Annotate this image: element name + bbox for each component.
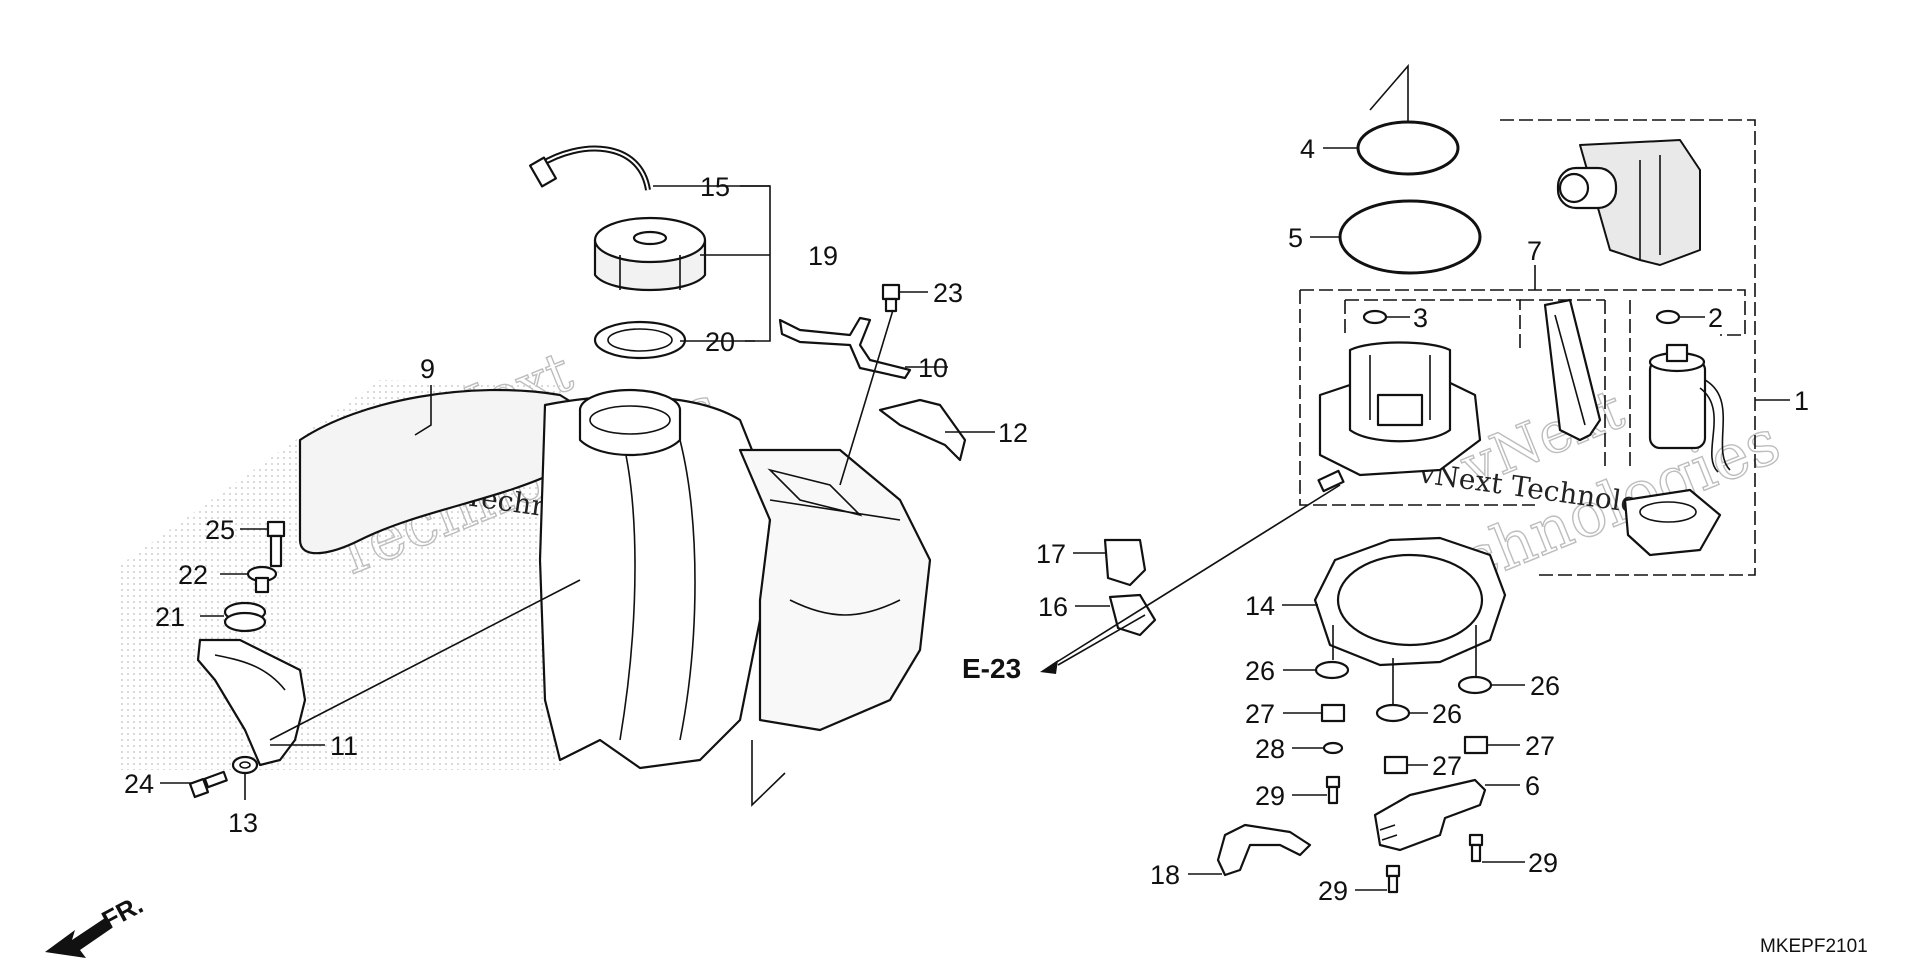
- pump-motor: [1648, 343, 1731, 473]
- callout-27a: 27: [1245, 699, 1275, 729]
- callout-17: 17: [1036, 539, 1066, 569]
- callout-2: 2: [1708, 303, 1723, 333]
- callout-29b: 29: [1528, 848, 1558, 878]
- callout-12: 12: [998, 418, 1028, 448]
- washer-13: [231, 755, 259, 775]
- callout-7: 7: [1527, 236, 1542, 266]
- callout-29c: 29: [1318, 876, 1348, 906]
- callout-16: 16: [1038, 592, 1068, 622]
- nut-27b: [1463, 735, 1489, 755]
- assembly-box-7: [1300, 289, 1746, 336]
- cover-12: [878, 398, 967, 462]
- reference-e23: E-23: [962, 653, 1021, 684]
- bracket-10: [778, 316, 912, 380]
- washer-26c: [1375, 703, 1411, 723]
- callout-10: 10: [918, 353, 948, 383]
- bolt-25: [266, 520, 286, 568]
- callout-labels: 1 2 3 4 5 6 7 9 10 11 12 13 14 15 16 17 …: [124, 134, 1809, 906]
- o-ring-3: [1362, 309, 1388, 325]
- callout-21: 21: [155, 602, 185, 632]
- washer-28: [1322, 741, 1344, 755]
- o-ring-4: [1356, 120, 1460, 176]
- bolt-29b: [1468, 833, 1484, 863]
- callout-29a: 29: [1255, 781, 1285, 811]
- front-direction: FR.: [45, 889, 148, 958]
- pump-gasket-14: [1313, 536, 1507, 667]
- callout-28: 28: [1255, 734, 1285, 764]
- pump-flange: [1317, 341, 1482, 493]
- bolt-29a: [1325, 775, 1341, 805]
- callout-25: 25: [205, 515, 235, 545]
- callout-24: 24: [124, 769, 154, 799]
- mount-bracket-11: [196, 638, 307, 767]
- bolt-23: [881, 283, 901, 313]
- callout-3: 3: [1413, 303, 1428, 333]
- assembly-box-1: [1500, 119, 1756, 576]
- callout-15: 15: [700, 172, 730, 202]
- washer-26b: [1457, 675, 1493, 695]
- nut-27c: [1383, 755, 1409, 775]
- pressure-regulator: [1623, 488, 1722, 557]
- callout-27b: 27: [1525, 731, 1555, 761]
- cap-gasket: [593, 320, 687, 360]
- callout-26c: 26: [1432, 699, 1462, 729]
- callout-26a: 26: [1245, 656, 1275, 686]
- callout-6: 6: [1525, 771, 1540, 801]
- callout-19: 19: [808, 241, 838, 271]
- fuel-cap: [593, 216, 707, 292]
- callout-26b: 26: [1530, 671, 1560, 701]
- clamp-18: [1216, 823, 1312, 877]
- callout-23: 23: [933, 278, 963, 308]
- diagram-code: MKEPF2101: [1760, 936, 1868, 957]
- seal-ring-5: [1338, 199, 1482, 275]
- washer-26a: [1314, 660, 1350, 680]
- e23-arrow-head: [1040, 660, 1058, 674]
- breather-tube: [538, 145, 651, 191]
- callout-9: 9: [420, 354, 435, 384]
- bolt-24: [188, 770, 228, 799]
- callout-1: 1: [1794, 386, 1809, 416]
- o-ring-2: [1655, 309, 1681, 325]
- pump-module-1: [1556, 139, 1701, 266]
- callout-20: 20: [705, 327, 735, 357]
- callout-18: 18: [1150, 860, 1180, 890]
- bolt-29c: [1385, 864, 1401, 894]
- callout-4: 4: [1300, 134, 1315, 164]
- callout-14: 14: [1245, 591, 1275, 621]
- grommet-21: [223, 601, 267, 633]
- front-arrow-icon: [45, 918, 112, 958]
- callout-5: 5: [1288, 223, 1303, 253]
- callout-11: 11: [330, 731, 358, 761]
- fuel-tank: [298, 388, 932, 770]
- callout-22: 22: [178, 560, 208, 590]
- tube-fitting: [528, 156, 558, 188]
- clip-17: [1103, 538, 1147, 587]
- nut-27a: [1320, 703, 1346, 723]
- leader-lines: [160, 63, 1790, 891]
- callout-27c: 27: [1432, 751, 1462, 781]
- callout-13: 13: [228, 808, 258, 838]
- bracket-6: [1373, 778, 1487, 852]
